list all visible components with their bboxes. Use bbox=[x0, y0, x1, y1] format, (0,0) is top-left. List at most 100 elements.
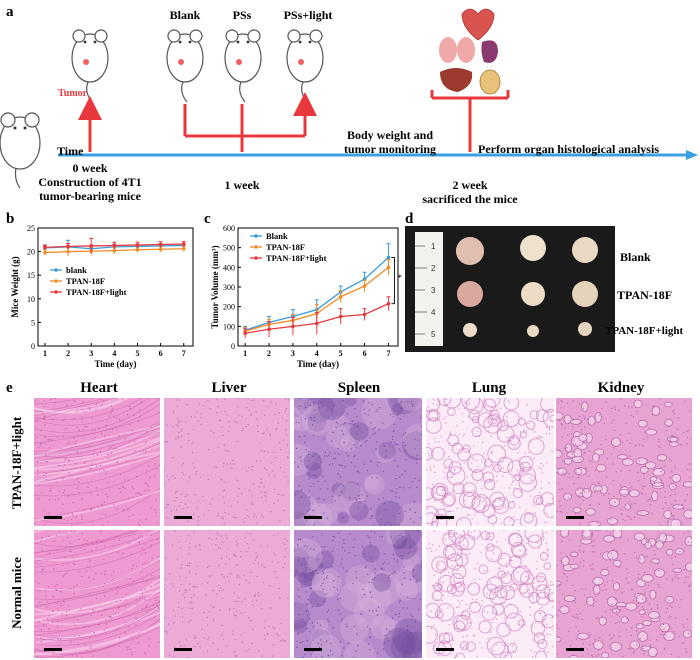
tissue-nucleus bbox=[277, 561, 280, 564]
tissue-nucleus bbox=[468, 513, 470, 516]
tissue-nucleus bbox=[302, 656, 304, 658]
tissue-nucleus bbox=[35, 497, 37, 500]
tissue-nucleus bbox=[383, 445, 386, 447]
tissue-nucleus bbox=[193, 645, 196, 648]
tissue-nucleus bbox=[370, 421, 372, 424]
tissue-nucleus bbox=[189, 543, 191, 545]
tissue-tubule bbox=[658, 532, 667, 543]
tissue-nucleus bbox=[183, 645, 185, 647]
tissue-nucleus bbox=[223, 481, 225, 483]
tissue-nucleus bbox=[612, 549, 615, 551]
tissue-nucleus bbox=[666, 578, 668, 580]
volume-ytick-label: 300 bbox=[223, 283, 235, 292]
tissue-nucleus bbox=[184, 503, 186, 505]
tissue-nucleus bbox=[405, 459, 407, 461]
tissue-nucleus bbox=[180, 493, 183, 495]
tissue-fiber bbox=[34, 431, 160, 463]
tissue-nucleus bbox=[180, 644, 182, 647]
tissue-nucleus bbox=[580, 458, 582, 461]
tissue-nucleus bbox=[461, 548, 464, 550]
tissue-nucleus bbox=[348, 497, 351, 499]
tissue-nucleus bbox=[277, 493, 280, 496]
tissue-nucleus bbox=[583, 551, 585, 553]
tissue-tubule bbox=[568, 655, 579, 658]
tissue-nucleus bbox=[397, 465, 399, 468]
tissue-nucleus bbox=[622, 518, 624, 520]
tissue-nucleus bbox=[322, 398, 325, 400]
tissue-nucleus bbox=[397, 642, 400, 644]
tissue-nucleus bbox=[136, 637, 138, 640]
tissue-nucleus bbox=[468, 403, 470, 405]
tissue-nucleus bbox=[416, 454, 418, 457]
tissue-nucleus bbox=[688, 585, 691, 588]
tissue-alveolus bbox=[499, 651, 512, 658]
tissue-nucleus bbox=[473, 471, 475, 473]
tissue-nucleus bbox=[467, 514, 469, 517]
tissue-tubule bbox=[635, 622, 644, 630]
tissue-nucleus bbox=[164, 630, 166, 632]
tissue-nucleus bbox=[568, 473, 570, 475]
tissue-nucleus bbox=[642, 544, 645, 546]
tissue-nucleus bbox=[663, 465, 665, 468]
tissue-nucleus bbox=[118, 539, 121, 541]
tissue-nucleus bbox=[324, 451, 327, 454]
tissue-nucleus bbox=[41, 537, 43, 539]
tissue-nucleus bbox=[616, 550, 618, 552]
tissue-nucleus bbox=[164, 484, 166, 486]
tissue-nucleus bbox=[563, 447, 565, 449]
tissue-nucleus bbox=[614, 408, 616, 411]
tissue-nucleus bbox=[96, 454, 98, 456]
tissue-nucleus bbox=[227, 430, 230, 433]
tissue-nucleus bbox=[606, 567, 609, 569]
tissue-nucleus bbox=[574, 602, 577, 604]
tissue-nucleus bbox=[47, 439, 49, 441]
tissue-nucleus bbox=[180, 446, 182, 448]
tissue-nucleus bbox=[445, 631, 448, 634]
tissue-nucleus bbox=[47, 586, 50, 588]
tissue-nucleus bbox=[436, 417, 438, 420]
tissue-nucleus bbox=[211, 590, 214, 592]
tissue-nucleus bbox=[511, 476, 513, 479]
tissue-alveolus bbox=[505, 612, 524, 632]
tissue-nucleus bbox=[453, 612, 456, 614]
tissue-nucleus bbox=[627, 582, 630, 584]
week0-label: 0 week bbox=[72, 161, 108, 175]
tissue-nucleus bbox=[650, 512, 653, 514]
tissue-nucleus bbox=[61, 656, 63, 658]
tissue-nucleus bbox=[88, 576, 90, 578]
tissue-nucleus bbox=[333, 586, 335, 589]
tissue-nucleus bbox=[626, 577, 628, 580]
tissue-nucleus bbox=[635, 502, 637, 505]
tissue-tubule bbox=[659, 622, 670, 633]
tissue-alveolus bbox=[467, 582, 481, 596]
tissue-alveolus bbox=[426, 625, 438, 644]
tissue-nucleus bbox=[457, 582, 459, 584]
tissue-nucleus bbox=[372, 561, 374, 563]
tissue-nucleus bbox=[496, 612, 498, 614]
tissue-nucleus bbox=[642, 608, 645, 610]
tissue-nucleus bbox=[406, 629, 408, 631]
tissue-nucleus bbox=[559, 552, 561, 554]
tissue-alveolus bbox=[452, 564, 467, 580]
tissue-nucleus bbox=[217, 515, 219, 517]
tissue-nucleus bbox=[670, 653, 673, 655]
tissue-nucleus bbox=[48, 447, 51, 449]
tissue-nucleus bbox=[507, 525, 510, 526]
tissue-nucleus bbox=[270, 607, 272, 609]
volume-legend-marker-0 bbox=[254, 234, 258, 238]
tissue-nucleus bbox=[483, 505, 486, 507]
tissue-nucleus bbox=[128, 535, 130, 537]
volume-ytick-label: 0 bbox=[231, 342, 235, 351]
tissue-nucleus bbox=[118, 606, 121, 609]
tissue-nucleus bbox=[371, 515, 373, 517]
tissue-nucleus bbox=[236, 655, 238, 657]
tissue-nucleus bbox=[330, 440, 333, 442]
tissue-nucleus bbox=[99, 464, 102, 467]
tissue-nucleus bbox=[605, 439, 607, 441]
tissue-nucleus bbox=[208, 565, 210, 567]
tissue-blotch bbox=[294, 619, 308, 634]
tissue-nucleus bbox=[62, 492, 65, 494]
tissue-nucleus bbox=[470, 584, 472, 586]
tissue-nucleus bbox=[319, 624, 322, 627]
tissue-nucleus bbox=[248, 409, 250, 411]
